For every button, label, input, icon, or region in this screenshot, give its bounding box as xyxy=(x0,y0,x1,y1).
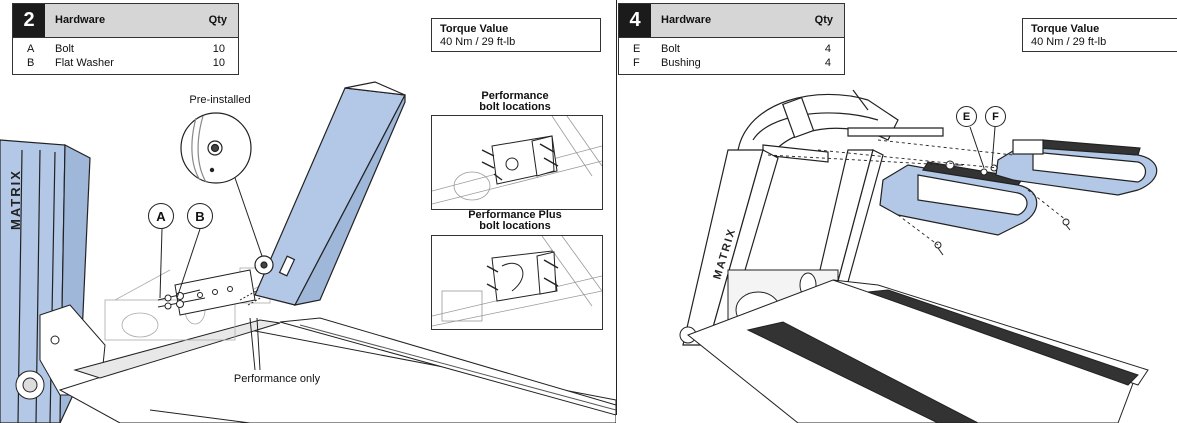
inset-title-line: bolt locations xyxy=(479,220,551,232)
handlebar-right xyxy=(995,139,1158,196)
hardware-row: A Bolt 10 xyxy=(13,43,238,57)
qty-column-title: Qty xyxy=(208,14,227,26)
step-number-badge: 2 xyxy=(13,4,45,37)
upright-bracket xyxy=(174,269,256,316)
part-name: Bushing xyxy=(661,57,701,69)
torque-value: 40 Nm / 29 ft-lb xyxy=(440,36,516,48)
torque-title: Torque Value xyxy=(1031,23,1100,35)
part-qty: 10 xyxy=(212,43,225,55)
treadmill-deck xyxy=(58,317,616,423)
hardware-table-header: 4 Hardware Qty xyxy=(619,4,844,38)
leader-lines xyxy=(969,126,996,169)
inset-performance-plus-drawing xyxy=(432,236,602,327)
callout-e: E xyxy=(956,106,977,127)
part-letter: B xyxy=(27,57,35,69)
preinstalled-label: Pre-installed xyxy=(189,94,251,106)
inset-performance-title: Performance bolt locations xyxy=(440,91,590,113)
torque-box: Torque Value 40 Nm / 29 ft-lb xyxy=(431,18,601,52)
inset-performance xyxy=(431,115,603,210)
torque-value: 40 Nm / 29 ft-lb xyxy=(1031,36,1107,48)
inset-performance-drawing xyxy=(432,116,602,205)
hardware-row: B Flat Washer 10 xyxy=(13,57,238,71)
part-qty: 4 xyxy=(824,57,831,69)
inset-title-line: Performance xyxy=(481,90,549,102)
callout-a: A xyxy=(148,203,174,229)
step-4-panel: MATRIX xyxy=(618,0,1177,423)
callout-f: F xyxy=(985,106,1006,127)
hardware-table-header: 2 Hardware Qty xyxy=(13,4,238,38)
bolts-e-f xyxy=(934,160,1071,256)
hardware-table: 4 Hardware Qty E Bolt 4 F Bushing 4 xyxy=(618,3,845,75)
console xyxy=(737,89,944,163)
leader-lines xyxy=(159,174,263,371)
step-2-panel: MATRIX xyxy=(0,3,616,423)
torque-box: Torque Value 40 Nm / 29 ft-lb xyxy=(1022,18,1177,52)
inset-performance-plus-title: Performance Plus bolt locations xyxy=(440,210,590,232)
hardware-column-title: Hardware xyxy=(55,14,106,26)
part-name: Flat Washer xyxy=(55,57,114,69)
treadmill-deck xyxy=(687,279,1149,423)
right-upright xyxy=(254,81,406,306)
qty-column-title: Qty xyxy=(814,14,833,26)
hardware-row: F Bushing 4 xyxy=(619,57,844,71)
step-4-illustration: MATRIX xyxy=(679,89,1158,423)
step-2-illustration: MATRIX xyxy=(0,81,616,423)
hardware-row: E Bolt 4 xyxy=(619,43,844,57)
alignment-lines xyxy=(767,139,1067,246)
part-qty: 4 xyxy=(824,43,831,55)
inset-title-line: bolt locations xyxy=(479,101,551,113)
preinstalled-detail xyxy=(180,112,274,275)
inset-title-line: Performance Plus xyxy=(468,209,562,221)
inset-performance-plus xyxy=(431,235,603,330)
callout-b: B xyxy=(187,203,213,229)
hardware-table: 2 Hardware Qty A Bolt 10 B Flat Washer 1… xyxy=(12,3,239,75)
panel-divider xyxy=(616,0,617,415)
part-letter: F xyxy=(633,57,640,69)
part-letter: A xyxy=(27,43,35,55)
hardware-column-title: Hardware xyxy=(661,14,712,26)
part-name: Bolt xyxy=(661,43,680,55)
upright-brand-text: MATRIX xyxy=(8,169,23,230)
step-number-badge: 4 xyxy=(619,4,651,37)
torque-title: Torque Value xyxy=(440,23,509,35)
performance-only-label: Performance only xyxy=(233,373,321,385)
part-name: Bolt xyxy=(55,43,74,55)
part-qty: 10 xyxy=(212,57,225,69)
part-letter: E xyxy=(633,43,641,55)
